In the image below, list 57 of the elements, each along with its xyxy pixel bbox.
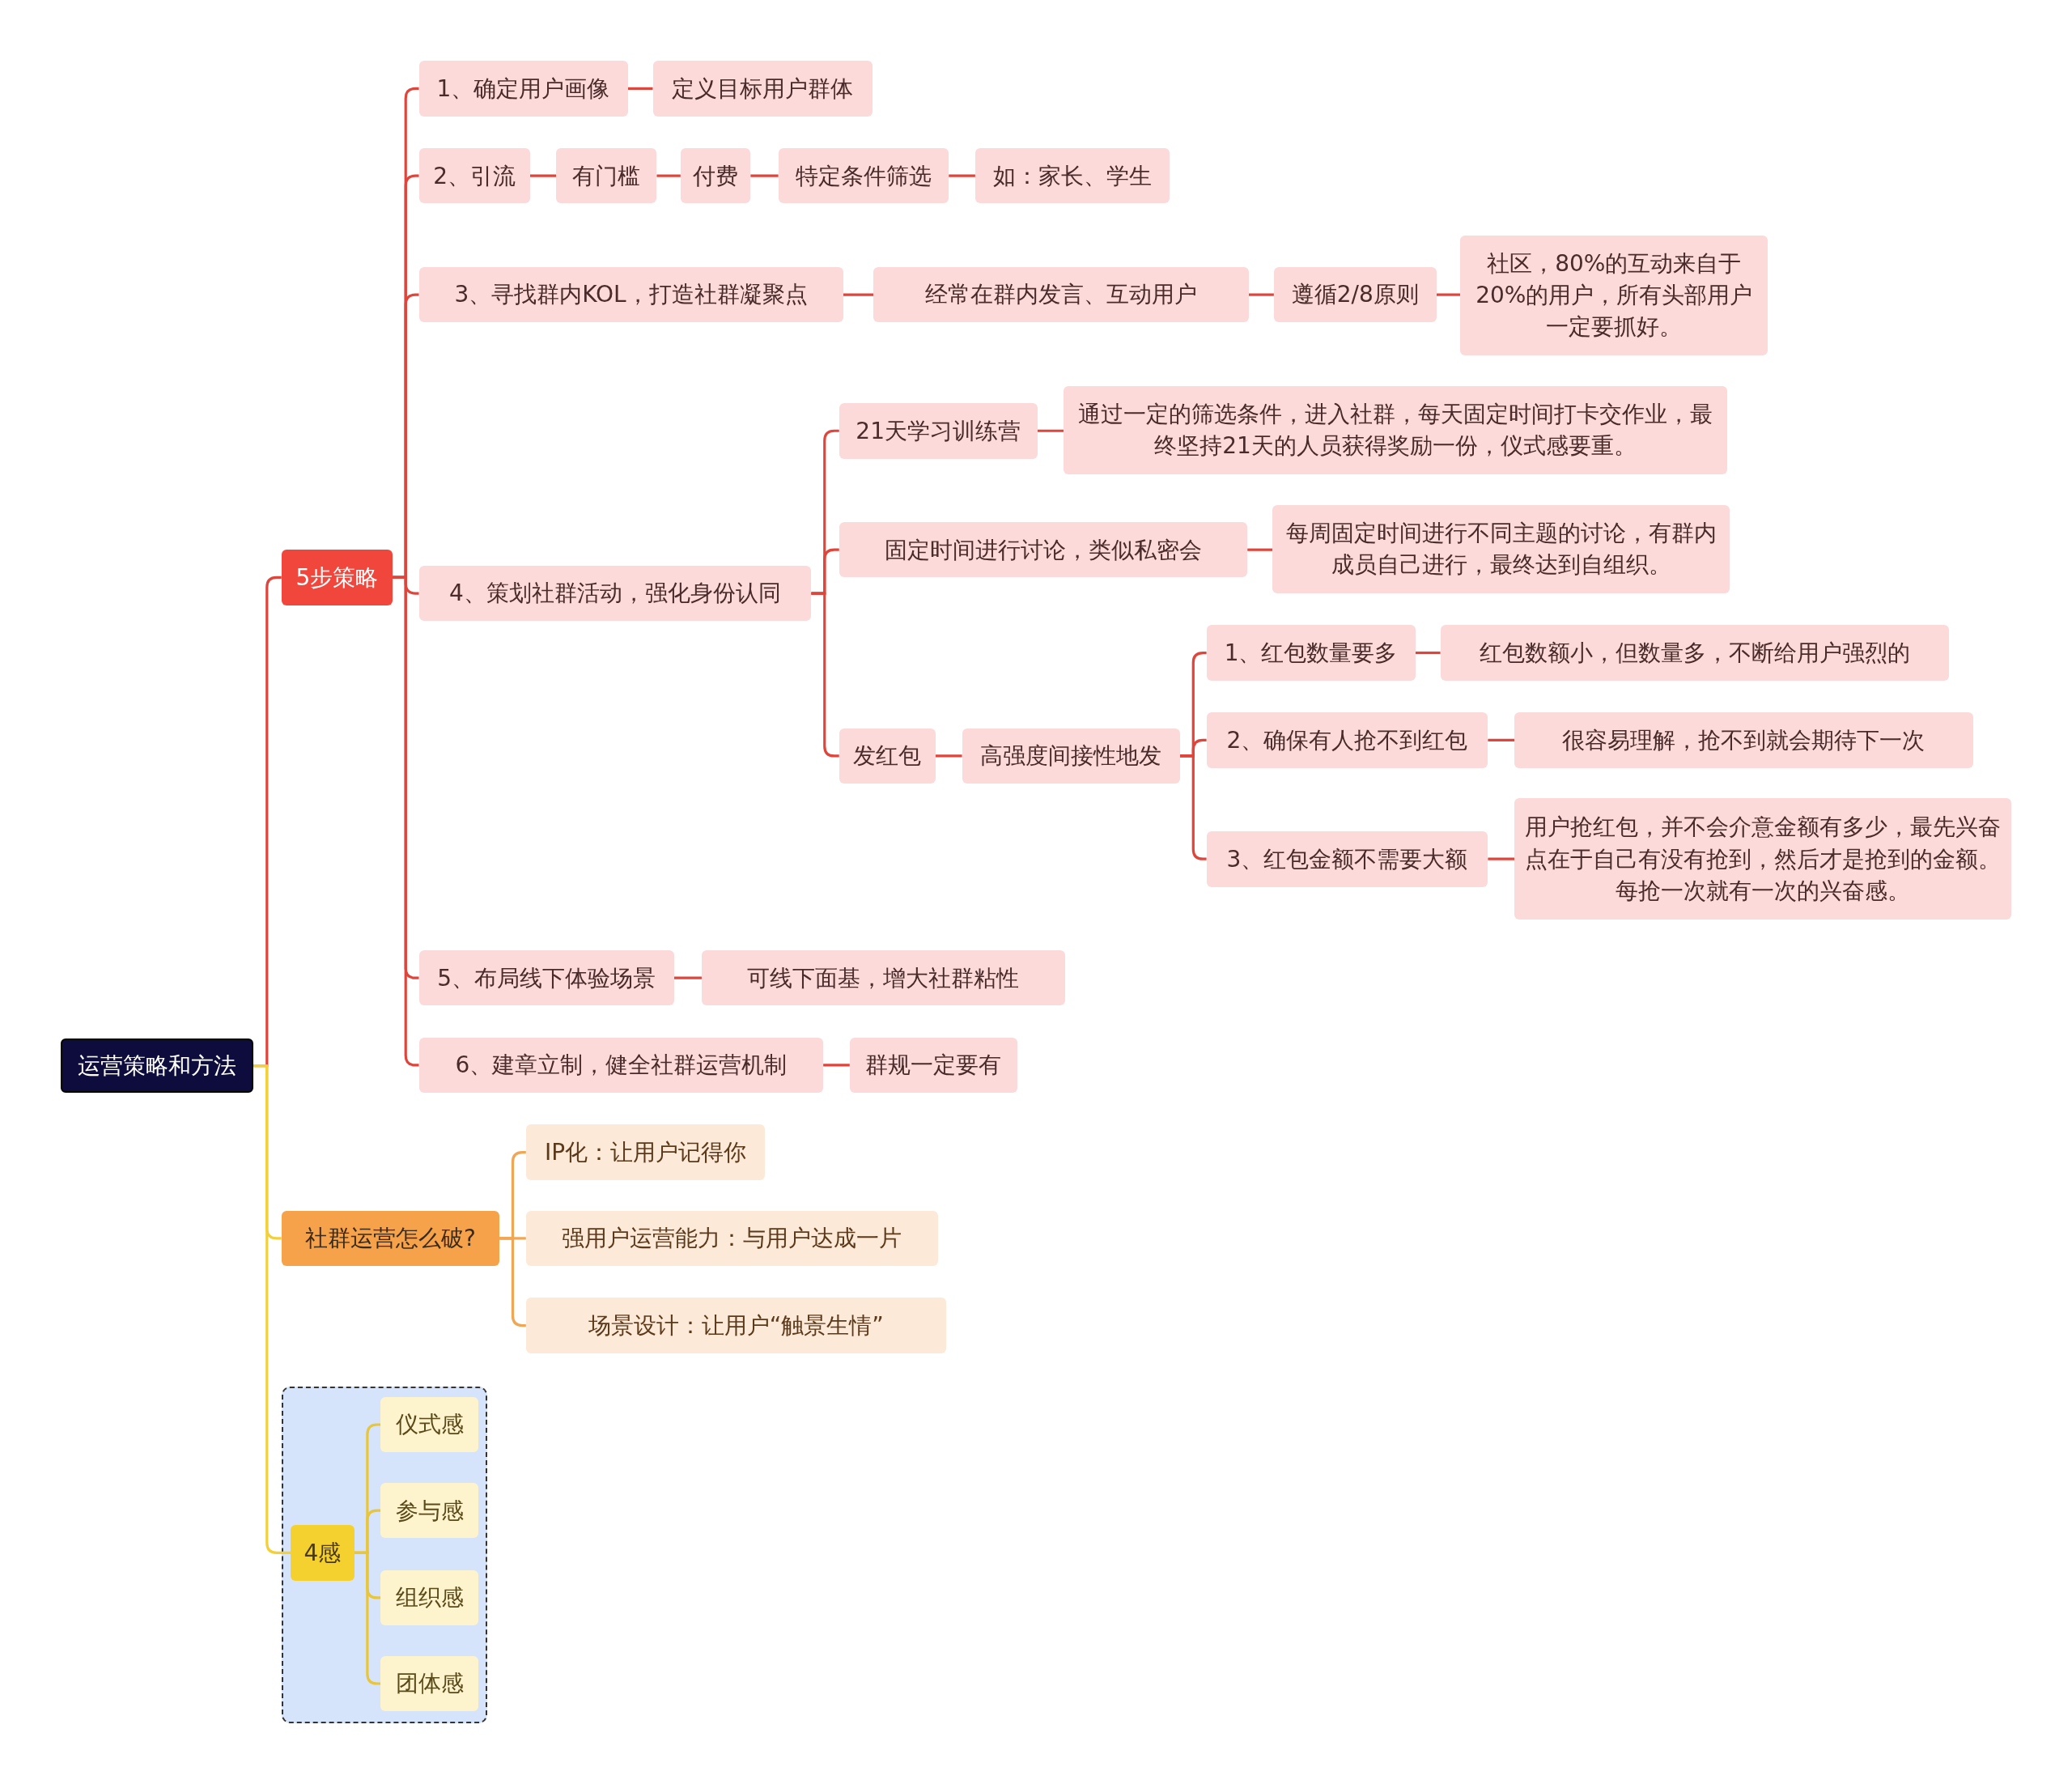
subtopic-box: 群规一定要有 (849, 1037, 1018, 1094)
branch-topic-box: 4感 (291, 1525, 355, 1581)
subtopic-box: 通过一定的筛选条件，进入社群，每天固定时间打卡交作业，最终坚持21天的人员获得奖励一份，仪式感要重。 (1064, 385, 1727, 475)
subtopic-box: 2、引流 (418, 147, 530, 204)
connector-line (1247, 548, 1273, 551)
connector-line (1436, 293, 1461, 296)
connector-line (1488, 857, 1514, 860)
subtopic-box: 经常在群内发言、互动用户 (873, 266, 1249, 323)
subtopic-box: 5、布局线下体验场景 (418, 949, 674, 1006)
subtopic-box: 3、红包金额不需要大额 (1206, 830, 1488, 887)
connector-line (1488, 738, 1514, 741)
subtopic-box: 组织感 (380, 1569, 478, 1626)
connector-line (656, 174, 681, 177)
subtopic-box: 场景设计：让用户“触景生情” (525, 1298, 946, 1353)
subtopic-box: 特定条件筛选 (778, 147, 949, 204)
group-frame (281, 1386, 488, 1723)
branch-topic-box: 社群运营怎么破? (281, 1210, 500, 1267)
subtopic-box: 可线下面基，增大社群粘性 (701, 949, 1065, 1006)
subtopic-box: 1、红包数量要多 (1206, 625, 1416, 681)
subtopic-box: 如：家长、学生 (974, 147, 1170, 204)
subtopic-box: 固定时间进行讨论，类似私密会 (839, 521, 1248, 578)
connector-line (529, 174, 557, 177)
subtopic-box: 用户抢红包，并不会介意金额有多少，最先兴奋点在于自己有没有抢到，然后才是抢到的金额。每抢一次就有一次的兴奋感。 (1514, 798, 2011, 920)
subtopic-box: 发红包 (839, 728, 936, 784)
subtopic-box: 21天学习训练营 (839, 402, 1038, 459)
subtopic-box: 每周固定时间进行不同主题的讨论，有群内成员自己进行，最终达到自组织。 (1272, 504, 1730, 594)
subtopic-box: 强用户运营能力：与用户达成一片 (525, 1210, 939, 1267)
subtopic-box: 遵循2/8原则 (1273, 266, 1437, 323)
subtopic-box: 参与感 (380, 1482, 478, 1539)
subtopic-box: 1、确定用户画像 (418, 61, 628, 117)
connector-line (750, 174, 779, 177)
subtopic-box: 团体感 (380, 1655, 478, 1712)
connector-line (949, 174, 975, 177)
connector-line (811, 592, 839, 758)
subtopic-box: 3、寻找群内KOL，打造社群凝聚点 (418, 266, 843, 323)
subtopic-box: 付费 (680, 147, 751, 204)
subtopic-box: IP化：让用户记得你 (525, 1124, 766, 1180)
subtopic-box: 6、建章立制，健全社群运营机制 (418, 1037, 824, 1094)
subtopic-box: 高强度间接性地发 (962, 728, 1180, 784)
connector-line (673, 976, 702, 979)
connector-line (935, 754, 962, 758)
subtopic-box: 社区，80%的互动来自于20%的用户，所有头部用户一定要抓好。 (1460, 235, 1768, 356)
subtopic-box: 有门槛 (556, 147, 657, 204)
connector-line (843, 293, 874, 296)
central-topic-box: 运营策略和方法 (61, 1039, 254, 1094)
subtopic-box: 仪式感 (380, 1396, 478, 1453)
connector-line (627, 87, 653, 90)
connector-line (1248, 293, 1274, 296)
connector-line (1037, 429, 1064, 432)
connector-line (823, 1064, 850, 1067)
subtopic-box: 定义目标用户群体 (652, 61, 873, 117)
subtopic-box: 很容易理解，抢不到就会期待下一次 (1514, 712, 1973, 768)
connector-line (1415, 651, 1441, 655)
branch-topic-box: 5步策略 (281, 550, 393, 605)
subtopic-box: 2、确保有人抢不到红包 (1206, 712, 1488, 768)
subtopic-box: 红包数额小，但数量多，不断给用户强烈的 (1440, 625, 1950, 681)
subtopic-box: 4、策划社群活动，强化身份认同 (418, 565, 812, 622)
